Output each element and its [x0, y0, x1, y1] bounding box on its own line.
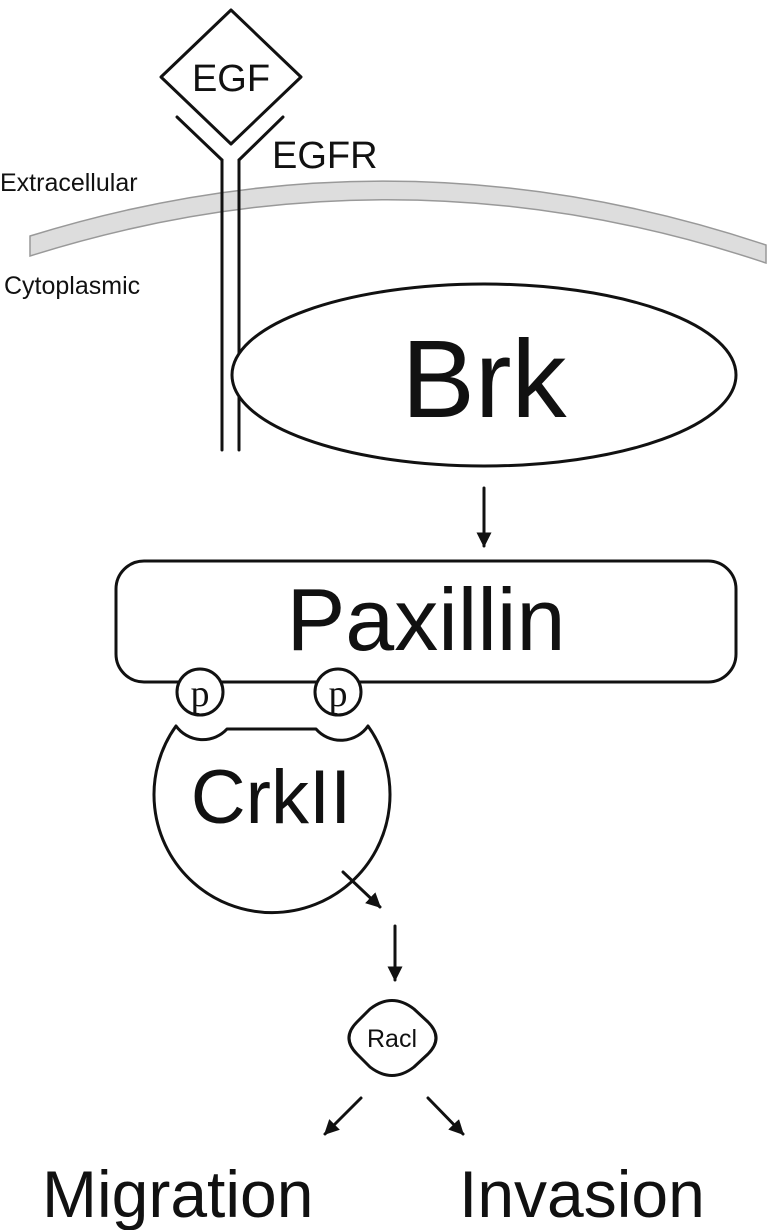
phospho-circle-left: [175, 667, 225, 717]
rac1-label: Racl: [367, 1025, 417, 1053]
paxillin-box: [114, 559, 738, 684]
brk-label: Brk: [402, 318, 568, 441]
cytoplasmic-label: Cytoplasmic: [4, 272, 140, 300]
arrow-crkii-diagonal: [341, 870, 382, 909]
phospho-label-right: p: [329, 673, 348, 715]
arrow-to-migration: [323, 1096, 363, 1136]
migration-label: Migration: [42, 1157, 313, 1230]
cell-membrane: [29, 180, 767, 265]
egfr-label: EGFR: [272, 135, 378, 177]
arrow-to-invasion: [426, 1096, 465, 1136]
extracellular-label: Extracellular: [0, 169, 138, 197]
paxillin-label: Paxillin: [287, 570, 566, 669]
phospho-label-left: p: [191, 673, 210, 715]
phospho-circle-right: [313, 667, 363, 717]
brk-ellipse: [230, 282, 738, 468]
crkii-shape: [152, 724, 392, 915]
rac1-node: [347, 999, 438, 1077]
egfr-receptor: [175, 115, 285, 452]
egf-label: EGF: [192, 58, 270, 100]
egf-ligand-diamond: [159, 8, 303, 146]
crkii-label: CrkII: [191, 755, 351, 840]
invasion-label: Invasion: [459, 1157, 705, 1230]
